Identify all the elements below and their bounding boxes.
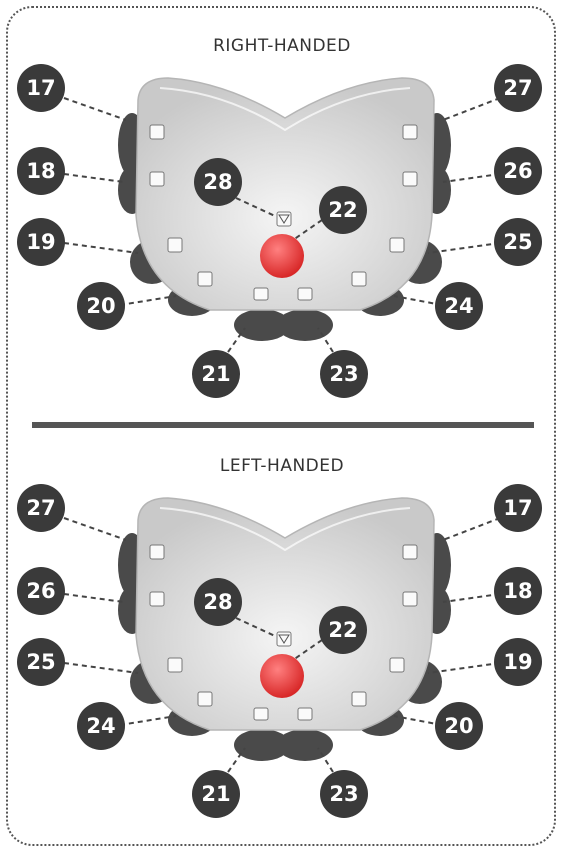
callout-r3: 19 xyxy=(494,638,542,686)
callout-l1: 27 xyxy=(17,484,65,532)
panel-right-handed: RIGHT-HANDED xyxy=(0,0,564,420)
callout-r1: 17 xyxy=(494,484,542,532)
panel-left-handed: LEFT-HANDED xyxy=(0,420,564,840)
callout-r4: 20 xyxy=(435,702,483,750)
callout-r4: 24 xyxy=(435,282,483,330)
callout-b2: 23 xyxy=(320,350,368,398)
callout-r2: 18 xyxy=(494,567,542,615)
callout-l4: 20 xyxy=(77,282,125,330)
callout-red: 22 xyxy=(319,186,367,234)
callout-b2: 23 xyxy=(320,770,368,818)
callout-center: 28 xyxy=(194,158,242,206)
foot-control-drawing xyxy=(0,420,564,840)
callout-l1: 17 xyxy=(17,64,65,112)
callout-r2: 26 xyxy=(494,147,542,195)
callout-center: 28 xyxy=(194,578,242,626)
red-button xyxy=(260,234,304,278)
callout-r1: 27 xyxy=(494,64,542,112)
callout-l2: 26 xyxy=(17,567,65,615)
callout-l4: 24 xyxy=(77,702,125,750)
red-button xyxy=(260,654,304,698)
callout-red: 22 xyxy=(319,606,367,654)
callout-l3: 25 xyxy=(17,638,65,686)
callout-l2: 18 xyxy=(17,147,65,195)
callout-r3: 25 xyxy=(494,218,542,266)
foot-control-drawing xyxy=(0,0,564,420)
callout-b1: 21 xyxy=(192,350,240,398)
callout-l3: 19 xyxy=(17,218,65,266)
callout-b1: 21 xyxy=(192,770,240,818)
